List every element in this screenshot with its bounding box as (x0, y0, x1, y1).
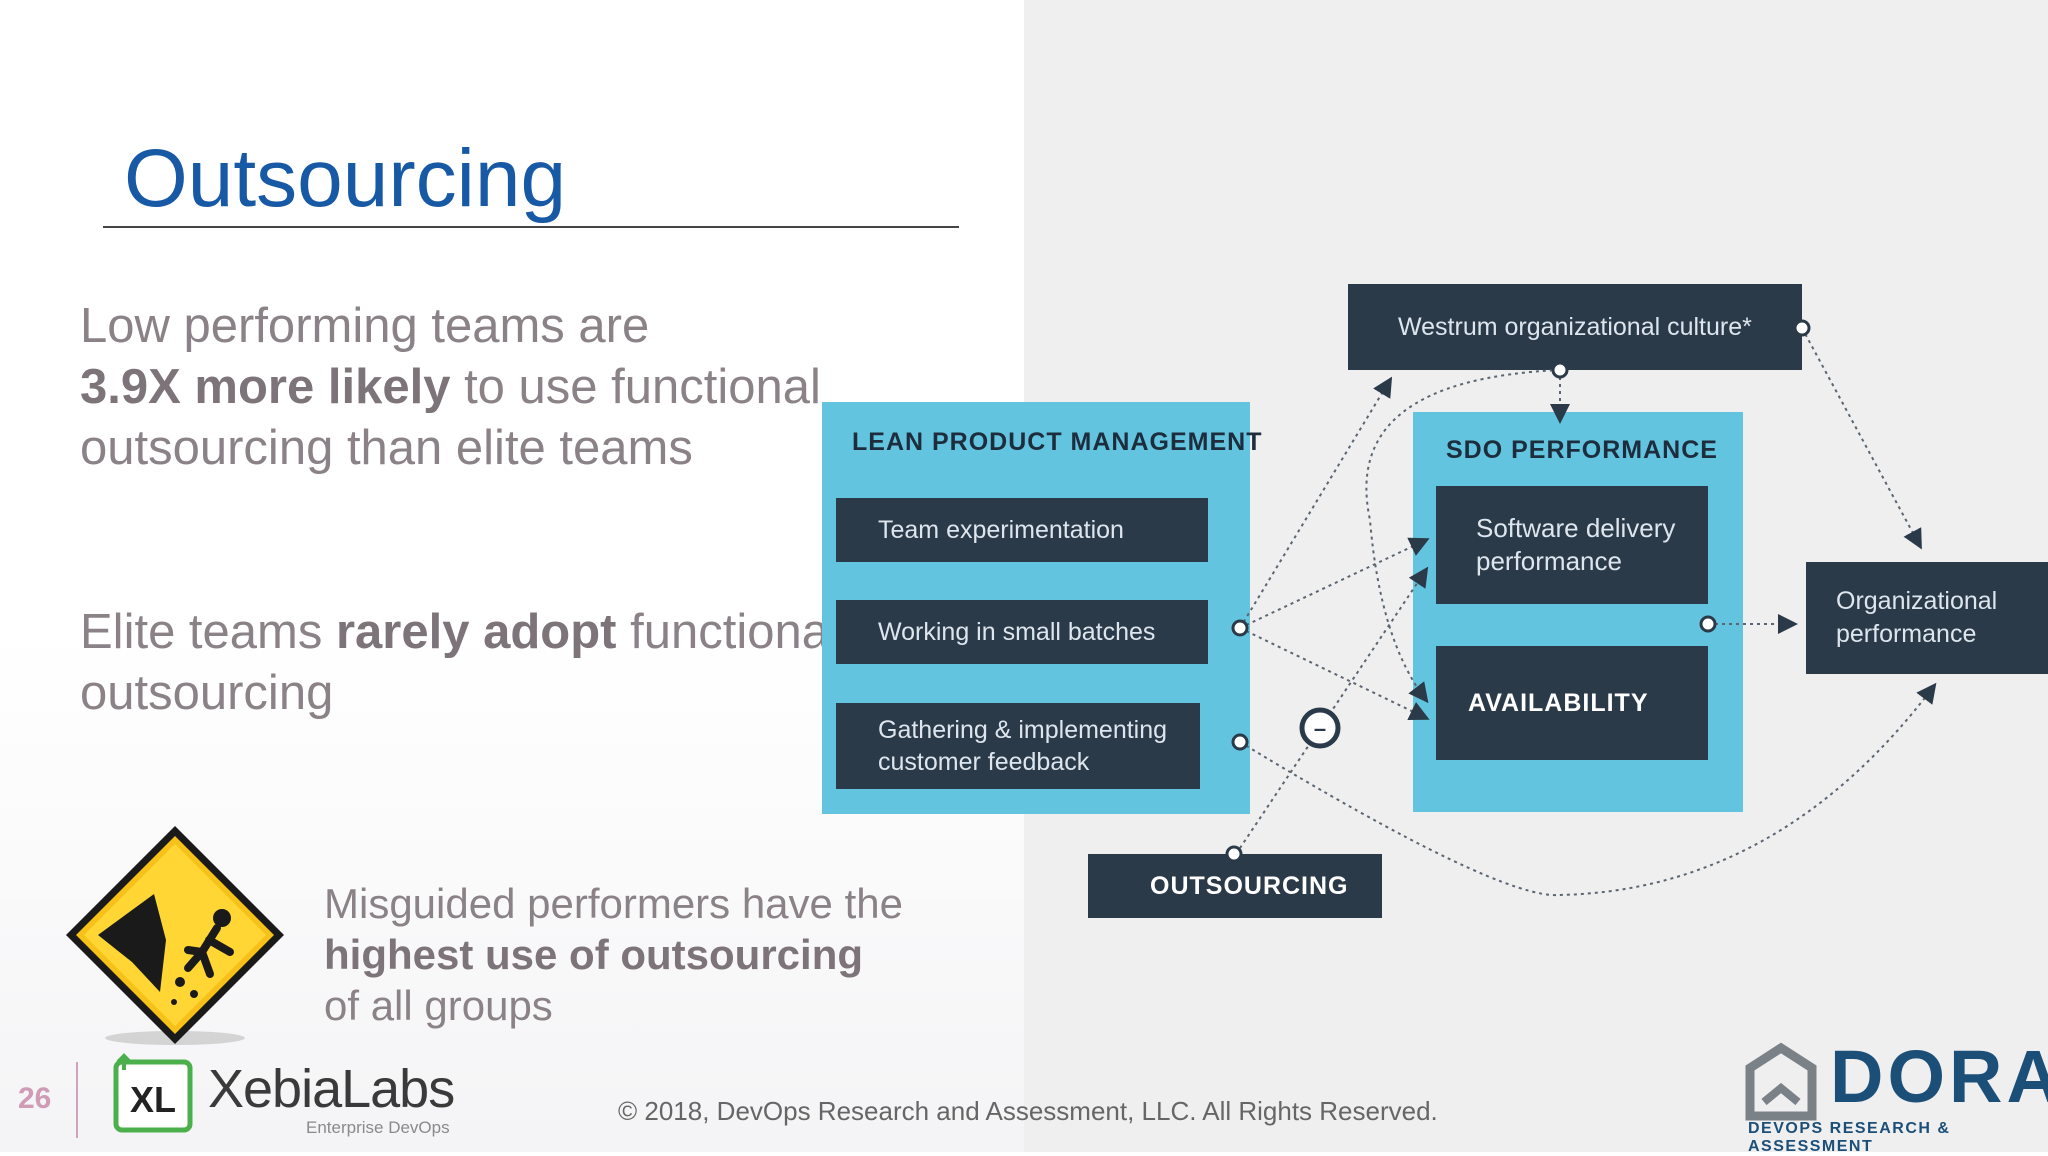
xebialabs-tagline: Enterprise DevOps (306, 1118, 450, 1137)
availability-box: AVAILABILITY (1436, 646, 1708, 760)
negative-effect-label: – (1314, 716, 1326, 741)
team-experimentation-box: Team experimentation (836, 498, 1208, 562)
slide-title: Outsourcing (124, 133, 567, 224)
dora-name: DORA (1830, 1035, 2048, 1118)
para2-bold: rarely adopt (335, 605, 617, 659)
dora-tagline: DEVOPS RESEARCH & ASSESSMENT (1748, 1120, 1951, 1155)
xebialabs-name: XebiaLabs (208, 1059, 455, 1119)
customer-feedback-box: Gathering & implementing customer feedba… (836, 703, 1200, 789)
falling-off-cliff-warning-icon (66, 826, 284, 1045)
misguided-line3: of all groups (324, 982, 553, 1029)
elite-teams-text: Elite teams rarely adopt functional outs… (80, 602, 840, 724)
misguided-bold: highest use of outsourcing (324, 931, 864, 978)
westrum-culture-box: Westrum organizational culture* (1348, 284, 1802, 370)
negative-effect-marker (1299, 707, 1341, 749)
para1-rest: to use functional outsourcing than elite… (80, 360, 821, 475)
page-number: 26 (18, 1082, 52, 1115)
outsourcing-box: OUTSOURCING (1088, 854, 1382, 918)
small-batches-box: Working in small batches (836, 600, 1208, 664)
outsourcing-likelihood-text: Low performing teams are 3.9X more likel… (80, 296, 840, 479)
lean-product-management-heading: LEAN PRODUCT MANAGEMENT (852, 428, 1263, 456)
misguided-line1: Misguided performers have the (324, 880, 903, 927)
title-underline (103, 226, 959, 228)
dora-logo-icon (1745, 1042, 1817, 1121)
para2-rest: functional outsourcing (80, 605, 840, 720)
xebialabs-logo-icon: XL (113, 1053, 193, 1133)
sdo-performance-heading: SDO PERFORMANCE (1446, 436, 1718, 464)
xebialabs-mark-text: XL (130, 1079, 176, 1120)
para1-line1: Low performing teams are (80, 299, 650, 353)
organizational-performance-box: Organizational performance (1806, 562, 2048, 674)
footer-divider (76, 1062, 78, 1138)
misguided-performers-text: Misguided performers have the highest us… (324, 878, 964, 1031)
para1-bold: 3.9X more likely (80, 360, 451, 414)
para2-intro: Elite teams (80, 605, 336, 659)
software-delivery-performance-box: Software delivery performance (1436, 486, 1708, 604)
copyright-notice: © 2018, DevOps Research and Assessment, … (618, 1096, 1438, 1126)
